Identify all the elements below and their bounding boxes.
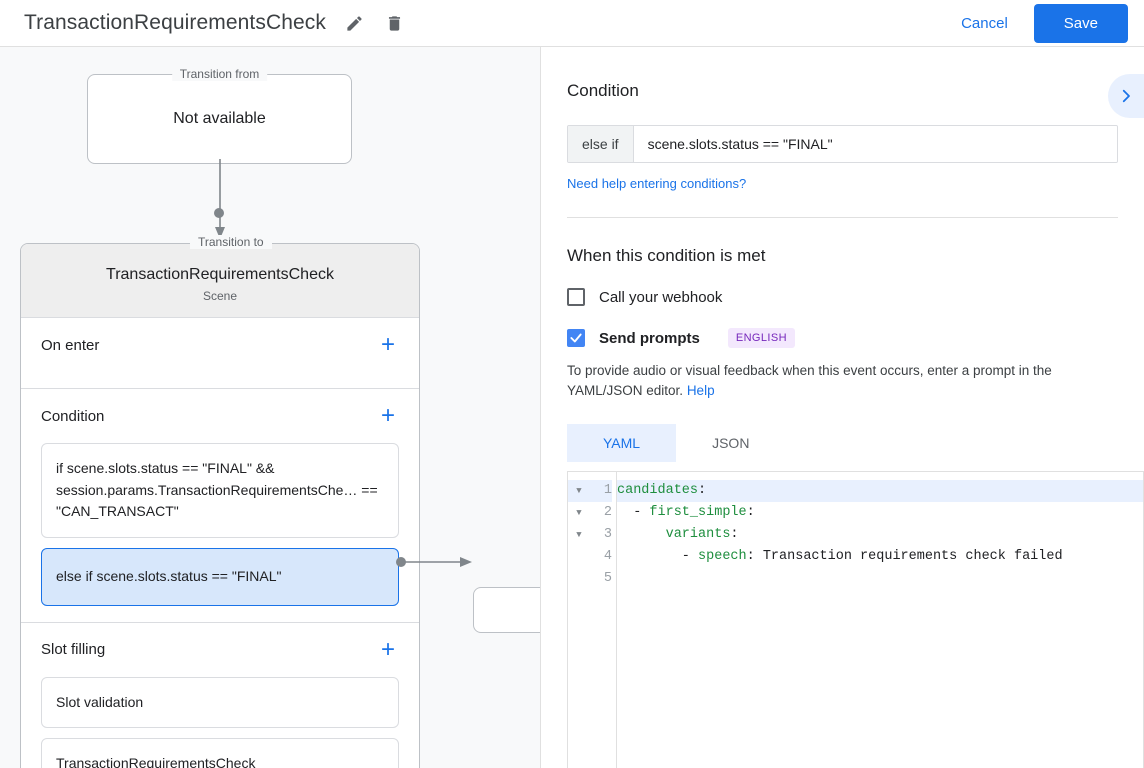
scene-name: TransactionRequirementsCheck bbox=[106, 266, 334, 283]
pencil-icon-glyph bbox=[346, 15, 362, 31]
transition-arrow bbox=[213, 159, 227, 249]
add-slot-filling-icon[interactable]: + bbox=[380, 635, 395, 663]
fold-toggle-icon[interactable]: ▼ bbox=[576, 508, 582, 518]
code-line[interactable]: candidates: bbox=[617, 480, 1144, 502]
connector-arrow-right bbox=[404, 557, 472, 567]
trash-icon[interactable] bbox=[380, 9, 408, 37]
condition-met-heading: When this condition is met bbox=[567, 246, 766, 265]
line-number: 5 bbox=[603, 571, 612, 586]
section-header-condition: Condition + bbox=[41, 389, 399, 443]
section-header-slot-filling: Slot filling + bbox=[41, 623, 399, 677]
prompts-help-link[interactable]: Help bbox=[686, 383, 715, 399]
check-icon bbox=[570, 333, 582, 343]
yaml-editor[interactable]: ▼ ▼ ▼ 1 2 3 4 5 candidates: - first_simple: va… bbox=[567, 471, 1144, 768]
tab-yaml[interactable]: YAML bbox=[567, 423, 677, 462]
editor-code-area[interactable]: candidates: - first_simple: variants: - … bbox=[617, 472, 1144, 768]
code-line[interactable]: - first_simple: bbox=[617, 505, 755, 520]
webhook-label: Call your webhook bbox=[599, 288, 723, 306]
section-title-on-enter: On enter bbox=[41, 336, 100, 354]
transition-to-card[interactable]: TransactionRequirementsCheck Scene On en… bbox=[20, 243, 420, 768]
condition-prefix-label: else if bbox=[568, 126, 634, 162]
section-title-slot-filling: Slot filling bbox=[41, 641, 106, 659]
flow-canvas[interactable]: Transition from Not available Transition… bbox=[0, 47, 540, 768]
condition-met-section: When this condition is met Call your web… bbox=[541, 218, 1144, 462]
slot-chip-validation[interactable]: Slot validation bbox=[41, 676, 399, 729]
condition-chip-else-if[interactable]: else if scene.slots.status == "FINAL" bbox=[41, 548, 399, 606]
page-title: TransactionRequirementsCheck bbox=[24, 11, 326, 34]
line-number: 1 bbox=[590, 480, 612, 502]
connector-dot-source bbox=[214, 208, 224, 218]
condition-heading: Condition bbox=[567, 81, 639, 100]
language-badge: ENGLISH bbox=[727, 328, 795, 348]
prompts-help-sentence: To provide audio or visual feedback when… bbox=[567, 363, 1052, 399]
transition-from-value: Not available bbox=[173, 110, 266, 127]
section-title-condition: Condition bbox=[41, 407, 105, 425]
webhook-row[interactable]: Call your webhook bbox=[567, 288, 1118, 306]
prompts-help-text: To provide audio or visual feedback when… bbox=[567, 361, 1118, 402]
connector-dot-else-if bbox=[396, 557, 406, 567]
fold-spacer bbox=[568, 546, 590, 568]
trash-icon-glyph bbox=[388, 15, 400, 31]
send-prompts-checkbox[interactable] bbox=[567, 329, 585, 347]
editor-fold-column[interactable]: ▼ ▼ ▼ bbox=[568, 472, 590, 768]
slot-chip-transaction[interactable]: TransactionRequirementsCheck bbox=[41, 738, 399, 768]
code-line[interactable]: variants: bbox=[665, 527, 739, 542]
section-divider bbox=[567, 217, 1118, 218]
cancel-button[interactable]: Cancel bbox=[949, 6, 1020, 41]
send-prompts-row[interactable]: Send prompts ENGLISH bbox=[567, 328, 1118, 348]
editor-format-tabs: YAML JSON bbox=[567, 423, 1118, 462]
line-number: 3 bbox=[603, 527, 612, 542]
fold-spacer bbox=[568, 568, 590, 590]
save-button[interactable]: Save bbox=[1033, 3, 1128, 43]
panel-divider bbox=[540, 47, 541, 768]
condition-input-row[interactable]: else if scene.slots.status == "FINAL" bbox=[567, 125, 1118, 163]
condition-help-link[interactable]: Need help entering conditions? bbox=[567, 176, 747, 191]
send-prompts-label: Send prompts bbox=[599, 329, 700, 347]
transition-to-legend: Transition to bbox=[190, 235, 272, 249]
section-condition: Condition + if scene.slots.status == "FI… bbox=[21, 389, 419, 623]
fold-toggle-icon[interactable]: ▼ bbox=[568, 480, 590, 502]
section-header-on-enter: On enter + bbox=[41, 318, 399, 372]
transition-from-legend: Transition from bbox=[171, 67, 268, 81]
chevron-right-icon[interactable] bbox=[1108, 74, 1144, 118]
transition-from-card[interactable]: Transition from Not available bbox=[87, 67, 352, 164]
code-line[interactable] bbox=[617, 568, 1144, 590]
chevron-right-glyph bbox=[1122, 89, 1130, 103]
line-number: 2 bbox=[603, 505, 612, 520]
scene-type: Scene bbox=[202, 289, 238, 303]
line-number: 4 bbox=[603, 549, 612, 564]
add-condition-icon[interactable]: + bbox=[380, 402, 395, 429]
webhook-checkbox[interactable] bbox=[567, 288, 585, 306]
add-on-enter-icon[interactable]: + bbox=[380, 331, 395, 358]
top-app-bar: TransactionRequirementsCheck Cancel Save bbox=[0, 0, 1144, 47]
arrow-down-icon bbox=[215, 159, 225, 239]
topbar-actions: Cancel Save bbox=[949, 3, 1128, 43]
section-slot-filling: Slot filling + Slot validation Transacti… bbox=[21, 623, 419, 768]
code-line[interactable]: - speech: Transaction requirements check… bbox=[617, 549, 1063, 564]
condition-chip-if[interactable]: if scene.slots.status == "FINAL" && sess… bbox=[41, 443, 399, 539]
pencil-icon[interactable] bbox=[340, 9, 368, 37]
editor-line-numbers: 1 2 3 4 5 bbox=[590, 472, 617, 768]
scene-header: TransactionRequirementsCheck Scene bbox=[21, 244, 419, 318]
fold-toggle-icon[interactable]: ▼ bbox=[576, 530, 582, 540]
condition-expression-input[interactable]: scene.slots.status == "FINAL" bbox=[633, 126, 1117, 162]
section-on-enter: On enter + bbox=[21, 318, 419, 389]
condition-section: Condition else if scene.slots.status == … bbox=[541, 47, 1144, 218]
tab-json[interactable]: JSON bbox=[676, 424, 785, 462]
target-node-partial[interactable] bbox=[473, 587, 540, 633]
